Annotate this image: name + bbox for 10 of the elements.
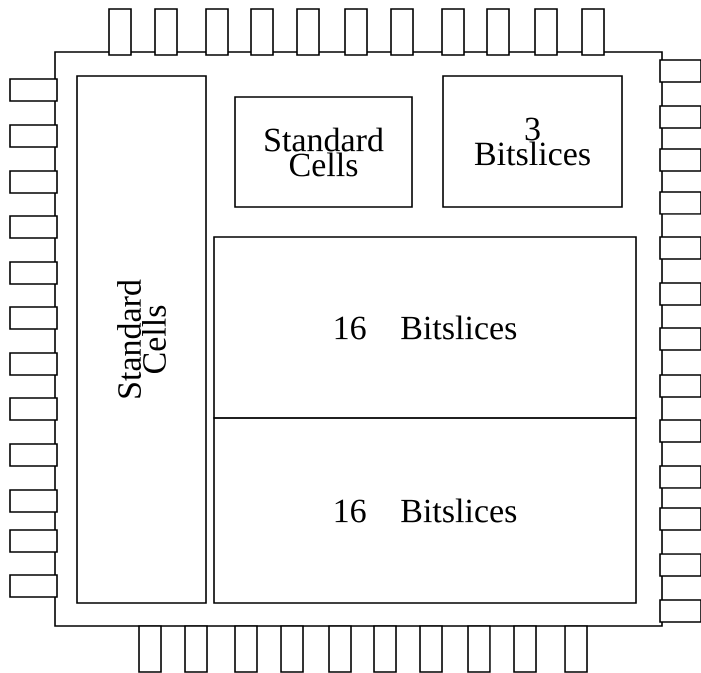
block-label: Standard Cells (117, 279, 166, 398)
block-label: 16 Bitslices (336, 498, 516, 522)
cell-block (213, 417, 637, 604)
cell-block (234, 96, 413, 208)
block-label: 16 Bitslices (336, 316, 516, 340)
cell-block (213, 236, 637, 419)
block-label: Standard Cells (265, 128, 384, 176)
cell-block (442, 75, 623, 208)
cell-block (76, 75, 207, 604)
block-label: 3 Bitslices (474, 118, 590, 166)
